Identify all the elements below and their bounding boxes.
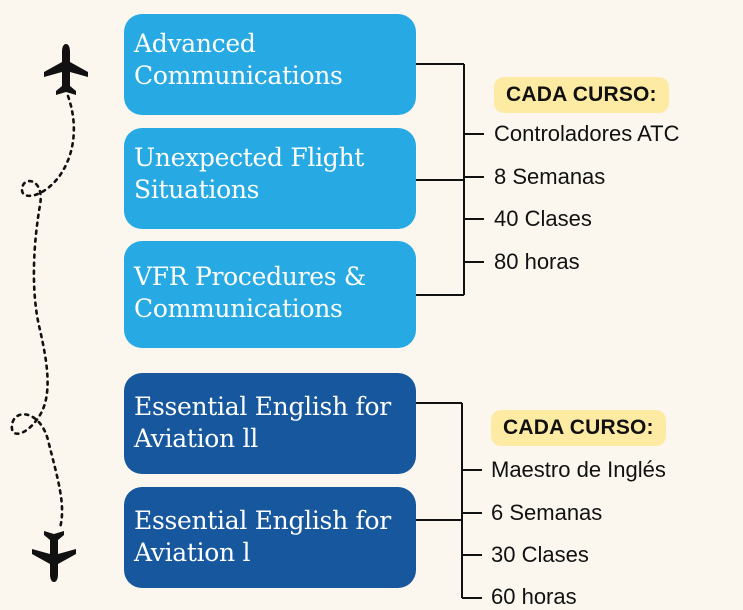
course-title-line: Unexpected Flight bbox=[134, 143, 365, 172]
course-advanced-communications: Advanced Communications bbox=[124, 14, 416, 115]
course-essential-english-2: Essential English for Aviation ll bbox=[124, 373, 416, 474]
course-title-line: Aviation ll bbox=[134, 424, 258, 453]
detail-hours: 80 horas bbox=[494, 249, 580, 274]
course-title-line: Communications bbox=[134, 294, 343, 323]
course-essential-english-1: Essential English for Aviation l bbox=[124, 487, 416, 588]
cada-curso-badge: CADA CURSO: bbox=[491, 410, 666, 446]
bracket-group-2 bbox=[416, 402, 482, 599]
detail-instructor: Maestro de Inglés bbox=[491, 457, 666, 482]
cada-curso-badge: CADA CURSO: bbox=[494, 77, 669, 113]
course-unexpected-flight-situations: Unexpected Flight Situations bbox=[124, 128, 416, 229]
detail-instructor: Controladores ATC bbox=[494, 121, 680, 146]
detail-classes: 40 Clases bbox=[494, 206, 592, 231]
detail-weeks: 8 Semanas bbox=[494, 164, 606, 189]
flight-path bbox=[10, 94, 76, 530]
course-title-line: Advanced bbox=[134, 29, 256, 58]
airplane-icon bbox=[44, 44, 88, 95]
course-title-line: Essential English for bbox=[134, 506, 391, 535]
course-title-line: VFR Procedures & bbox=[134, 262, 366, 291]
detail-weeks: 6 Semanas bbox=[491, 500, 603, 525]
course-title-line: Communications bbox=[134, 61, 343, 90]
course-title-line: Essential English for bbox=[134, 392, 391, 421]
course-title-line: Aviation l bbox=[134, 538, 251, 567]
airplane-icon bbox=[32, 531, 76, 582]
detail-hours: 60 horas bbox=[491, 584, 577, 609]
course-vfr-procedures: VFR Procedures & Communications bbox=[124, 241, 416, 348]
course-title-line: Situations bbox=[134, 175, 260, 204]
bracket-group-1 bbox=[416, 63, 484, 296]
detail-classes: 30 Clases bbox=[491, 542, 589, 567]
